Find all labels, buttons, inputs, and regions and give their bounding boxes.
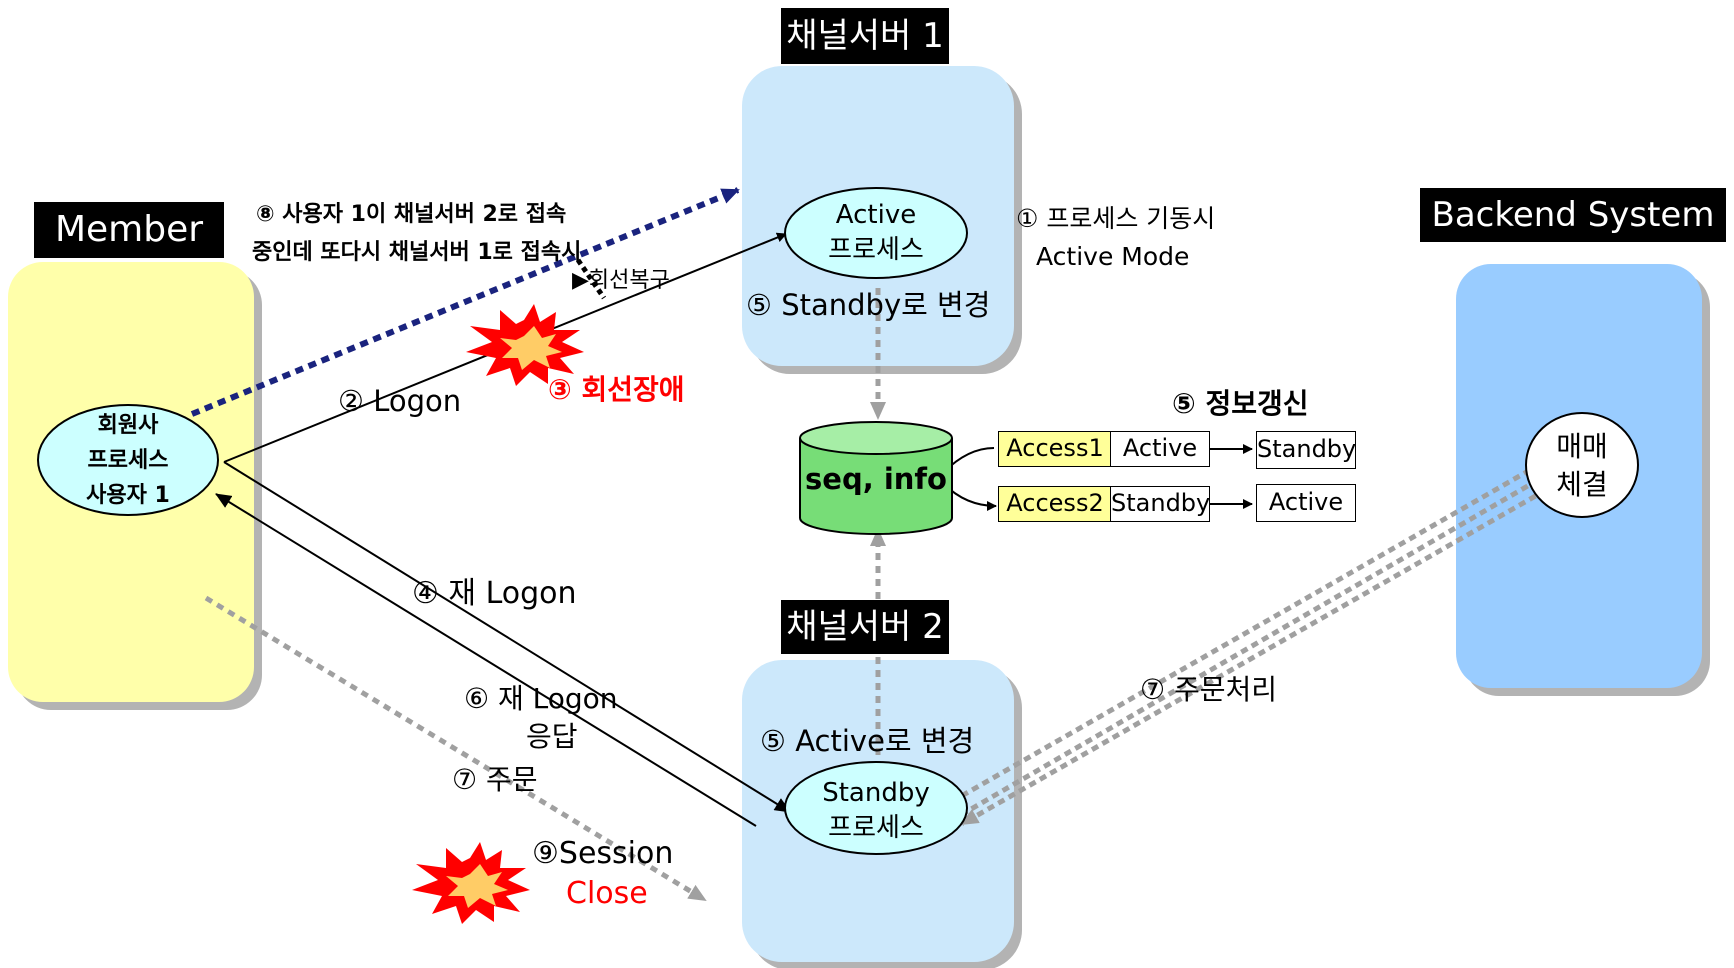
- step9-label: ⑨Session Close: [532, 834, 673, 914]
- step4-label: ④ 재 Logon: [412, 576, 577, 611]
- step7-order-label: ⑦ 주문: [452, 763, 538, 796]
- standby-process-node: [784, 761, 968, 855]
- access1-name-cell: Access1: [998, 431, 1112, 467]
- active-process-line-2: 프로세스: [828, 235, 924, 265]
- step1-line-1: ① 프로세스 기동시: [1016, 204, 1216, 233]
- order-line-b: [964, 477, 1540, 815]
- access1-next-cell: Standby: [1256, 431, 1356, 469]
- header-backend: Backend System: [1420, 188, 1726, 242]
- recovery-label: ▶회선복구: [572, 268, 670, 293]
- step8-line-1: ⑧ 사용자 1이 채널서버 2로 접속: [256, 202, 567, 227]
- member-process-label: 회원사 프로세스 사용자 1: [58, 408, 198, 513]
- line-failure-burst-core: [500, 326, 562, 370]
- member-process-line-1: 회원사: [97, 413, 159, 438]
- standby-process-label: Standby 프로세스: [796, 776, 956, 846]
- step2-label: ② Logon: [338, 384, 462, 418]
- access2-state-cell: Standby: [1110, 486, 1210, 522]
- step6-line-1: ⑥ 재 Logon: [464, 682, 618, 715]
- standby-process-line-2: 프로세스: [828, 813, 924, 843]
- member-process-node: [37, 404, 219, 516]
- backend-process-line-1: 매매: [1556, 430, 1608, 463]
- step5-standby-label: ⑤ Standby로 변경: [746, 288, 991, 322]
- recovery-line: [575, 258, 607, 300]
- relogon-response-arrow: [215, 493, 757, 827]
- step8-line-2: 중인데 또다시 채널서버 1로 접속시: [252, 240, 582, 265]
- backend-process-label: 매매 체결: [1532, 428, 1632, 504]
- step5-info-label: ⑤ 정보갱신: [1172, 387, 1309, 420]
- step6-line-2: 응답: [526, 720, 578, 753]
- active-process-node: [784, 187, 968, 279]
- header-member: Member: [34, 202, 224, 258]
- step7-process-label: ⑦ 주문처리: [1140, 673, 1278, 706]
- member-process-line-3: 사용자 1: [86, 483, 170, 508]
- step9-line-2: Close: [566, 876, 648, 911]
- step1-label: ① 프로세스 기동시 Active Mode: [1016, 200, 1215, 276]
- step1-line-2: Active Mode: [1036, 242, 1190, 271]
- session-close-line: [204, 595, 707, 903]
- header-channel-2: 채널서버 2: [781, 600, 949, 654]
- relogon-ch1-line: [190, 187, 740, 417]
- active-process-label: Active 프로세스: [796, 198, 956, 268]
- access2-next-cell: Active: [1256, 484, 1356, 522]
- session-close-burst-core: [446, 864, 508, 908]
- active-process-line-1: Active: [835, 200, 917, 230]
- standby-process-line-1: Standby: [822, 778, 930, 808]
- backend-process-line-2: 체결: [1556, 468, 1608, 501]
- step5-active-label: ⑤ Active로 변경: [760, 724, 975, 758]
- backend-process-node: [1525, 412, 1639, 518]
- step6-label: ⑥ 재 Logon 응답: [464, 680, 618, 756]
- order-line-c: [960, 487, 1548, 827]
- step8-label: ⑧ 사용자 1이 채널서버 2로 접속 중인데 또다시 채널서버 1로 접속시: [252, 196, 581, 272]
- relogon-arrow: [223, 461, 791, 813]
- member-process-line-2: 프로세스: [87, 448, 169, 473]
- header-channel-1: 채널서버 1: [781, 8, 949, 64]
- order-line-a: [956, 467, 1532, 801]
- database-label: seq, info: [805, 462, 947, 496]
- database-cylinder: [799, 421, 953, 535]
- access2-name-cell: Access2: [998, 486, 1112, 522]
- step9-line-1: ⑨Session: [532, 836, 674, 871]
- access1-state-cell: Active: [1110, 431, 1210, 467]
- step3-label: ③ 회선장애: [548, 373, 685, 406]
